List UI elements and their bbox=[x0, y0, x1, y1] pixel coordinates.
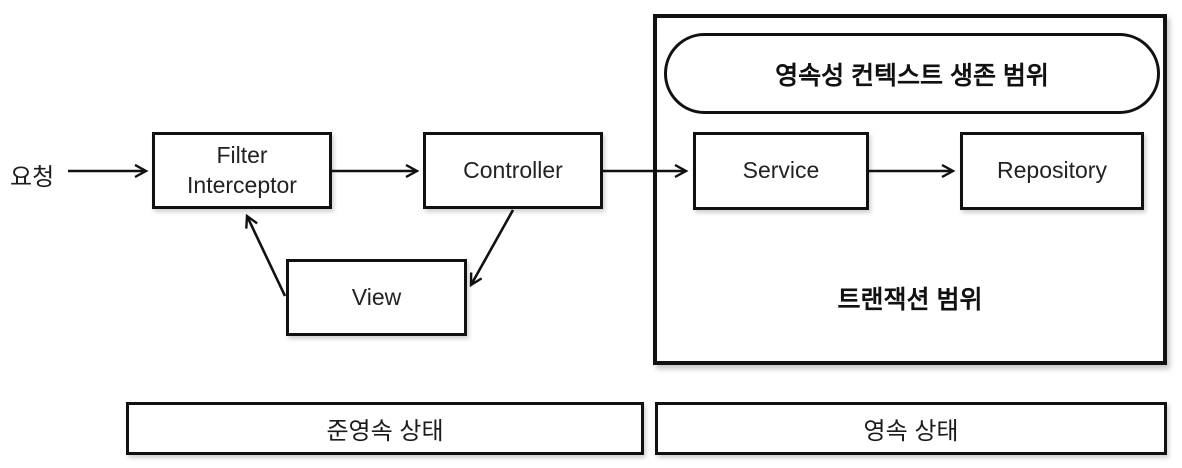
transaction-scope-label: 트랜잭션 범위 bbox=[837, 286, 983, 314]
controller-label: Controller bbox=[463, 156, 563, 183]
repository-label: Repository bbox=[997, 157, 1107, 184]
view-label: View bbox=[351, 283, 402, 310]
persistent-state-box: 영속 상태 bbox=[655, 402, 1167, 455]
detached-state-box: 준영속 상태 bbox=[126, 402, 644, 455]
detached-state-label: 준영속 상태 bbox=[326, 418, 444, 445]
filter-interceptor-label-line1: Filter bbox=[216, 142, 268, 169]
persistence-context-ellipse: 영속성 컨텍스트 생존 범위 bbox=[664, 33, 1160, 114]
arrow-controller-to-view bbox=[471, 209, 515, 285]
controller-box: Controller bbox=[423, 132, 603, 209]
filter-interceptor-box: Filter Interceptor bbox=[152, 132, 332, 209]
persistence-context-label: 영속성 컨텍스트 생존 범위 bbox=[775, 61, 1049, 90]
filter-interceptor-label-line2: Interceptor bbox=[187, 171, 297, 198]
repository-box: Repository bbox=[960, 132, 1144, 210]
service-box: Service bbox=[693, 132, 869, 210]
persistent-state-label: 영속 상태 bbox=[863, 418, 959, 445]
service-label: Service bbox=[742, 157, 820, 184]
arrow-view-to-filter bbox=[247, 216, 287, 297]
view-box: View bbox=[286, 259, 467, 336]
request-label: 요청 bbox=[10, 164, 55, 191]
